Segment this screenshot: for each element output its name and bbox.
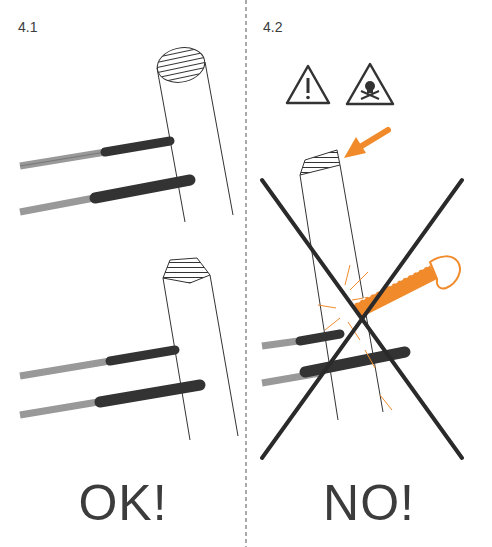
- rod-ok-top: [154, 43, 233, 222]
- verdict-ok: OK!: [78, 478, 167, 528]
- rod-cut: [300, 150, 383, 420]
- cable-ok-top: [20, 141, 190, 212]
- prohibited-cross: [262, 180, 462, 458]
- orange-arrow: [344, 130, 388, 158]
- section-number: 4.1: [18, 20, 37, 34]
- divider-line: [246, 0, 247, 547]
- warning-symbol: [287, 66, 329, 103]
- cable-ok-bottom: [20, 350, 200, 415]
- toxic-symbol: [347, 64, 393, 104]
- sparks: [318, 265, 392, 410]
- section-number: 4.2: [263, 20, 282, 34]
- verdict-no: NO!: [323, 478, 415, 528]
